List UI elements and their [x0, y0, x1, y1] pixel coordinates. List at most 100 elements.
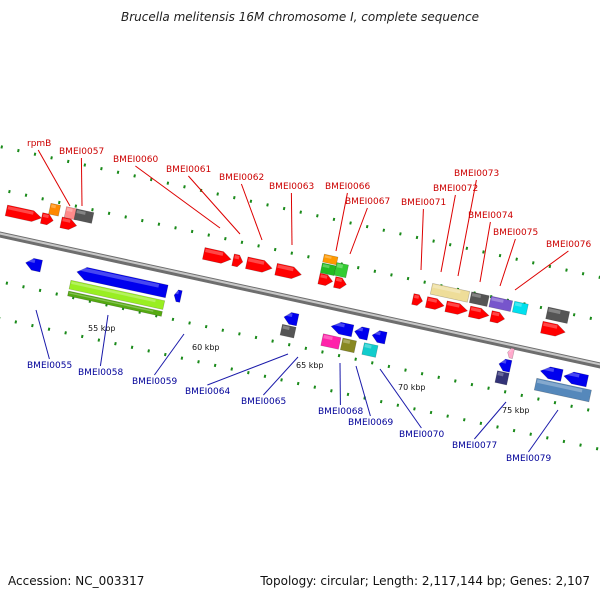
leader-line-top — [188, 175, 241, 235]
tick-mark — [216, 192, 219, 196]
tick-mark — [100, 167, 103, 171]
tick-mark — [379, 399, 383, 404]
gene-bmei0061-shine — [234, 255, 240, 260]
tick-mark — [33, 152, 37, 156]
gene-bmei0063 — [274, 262, 302, 279]
gene-bmei0070 — [361, 342, 379, 358]
tick-mark — [257, 244, 260, 248]
gene-rpmb-shine — [42, 213, 49, 219]
gene-label-bottom: BMEI0077 — [452, 441, 497, 451]
leader-line-top — [335, 192, 348, 252]
gene-bmei0071-shine — [427, 297, 438, 303]
tick-mark — [213, 363, 217, 368]
tick-mark — [55, 292, 58, 296]
gene-bmei0072 — [444, 300, 469, 315]
tick-mark — [520, 393, 524, 398]
gene-bmei0074 — [489, 310, 506, 324]
leader-line-bottom — [207, 353, 289, 386]
gene-label-top: BMEI0071 — [401, 198, 446, 208]
tick-mark — [133, 174, 136, 178]
tick-mark — [415, 235, 419, 240]
tick-mark — [50, 156, 53, 160]
tick-mark — [221, 328, 225, 332]
tick-mark — [503, 390, 507, 394]
gene-label-bottom: BMEI0079 — [506, 454, 551, 464]
gene-bmei0058b — [68, 279, 166, 310]
tick-mark — [553, 400, 557, 405]
tick-mark — [321, 350, 324, 354]
tick-mark — [180, 356, 184, 360]
tick-mark — [207, 233, 211, 237]
gene-bmei0057 — [73, 208, 95, 224]
tick-mark — [8, 189, 11, 194]
tick-mark — [271, 339, 274, 343]
leader-line-top — [479, 221, 491, 283]
gene-bmei0065-shine — [282, 325, 290, 330]
tick-mark — [238, 332, 241, 336]
tick-mark — [47, 327, 51, 331]
gene-bmei0077 — [494, 370, 510, 386]
gene-label-top: BMEI0066 — [325, 182, 370, 192]
gene-label-top: BMEI0062 — [219, 173, 264, 183]
tick-mark — [595, 447, 599, 451]
tick-mark — [147, 349, 150, 353]
gene-orange-small — [48, 202, 62, 217]
gene-bmei0056r — [25, 258, 43, 273]
tick-mark — [572, 313, 576, 317]
tick-mark — [14, 320, 18, 324]
gene-label-top: BMEI0061 — [166, 165, 211, 175]
scale-label: 60 kbp — [192, 343, 220, 352]
tick-mark — [83, 163, 87, 167]
gene-purple — [488, 295, 514, 312]
gene-bmei0077a — [498, 358, 513, 373]
tick-mark — [454, 379, 457, 383]
tick-mark — [197, 360, 200, 364]
gene-bmei0069a — [371, 330, 388, 345]
tick-mark — [429, 410, 433, 415]
tick-mark — [247, 370, 250, 375]
tick-mark — [512, 428, 516, 433]
tick-mark — [586, 408, 590, 412]
tick-mark — [290, 251, 294, 255]
gene-bmei0058b-shine — [71, 281, 156, 303]
gene-label-bottom: BMEI0068 — [318, 407, 363, 417]
gene-cyan — [511, 300, 529, 316]
tick-mark — [74, 204, 78, 208]
gene-bmei0069 — [339, 337, 357, 354]
gene-grey-shine — [471, 293, 482, 298]
gene-label-top: BMEI0063 — [269, 182, 314, 192]
tick-mark — [390, 273, 393, 277]
leader-line-bottom — [263, 356, 299, 396]
tick-mark — [66, 159, 70, 164]
backbone-highlight — [0, 208, 600, 398]
leader-line-bottom — [153, 333, 185, 376]
tick-mark — [404, 368, 407, 372]
leader-line-bottom — [379, 368, 422, 429]
leader-line-top — [457, 179, 477, 277]
gene-bmei0058 — [76, 267, 169, 299]
gene-pink-shine — [66, 207, 73, 213]
gene-bmei0054-shine — [7, 206, 34, 215]
tick-mark — [254, 335, 258, 340]
tick-mark — [482, 250, 485, 254]
tick-mark — [17, 148, 20, 153]
leader-line-bottom — [99, 314, 109, 367]
tick-mark — [370, 361, 374, 365]
gene-label-top: BMEI0060 — [113, 155, 158, 165]
tick-mark — [354, 357, 357, 361]
tick-mark — [163, 352, 167, 357]
tick-mark — [64, 331, 67, 335]
tick-mark — [515, 257, 518, 261]
leader-line-top — [135, 165, 221, 229]
tick-mark — [539, 305, 543, 310]
gene-bmei0073 — [467, 305, 490, 320]
gene-purple-shine — [491, 297, 504, 303]
tick-mark — [188, 321, 191, 325]
tick-mark — [570, 404, 573, 408]
tick-mark — [479, 421, 483, 426]
gene-label-top: BMEI0073 — [454, 169, 499, 179]
tick-mark — [224, 237, 227, 241]
scale-label: 55 kbp — [88, 324, 116, 333]
gene-bmei0070-shine — [364, 343, 372, 349]
